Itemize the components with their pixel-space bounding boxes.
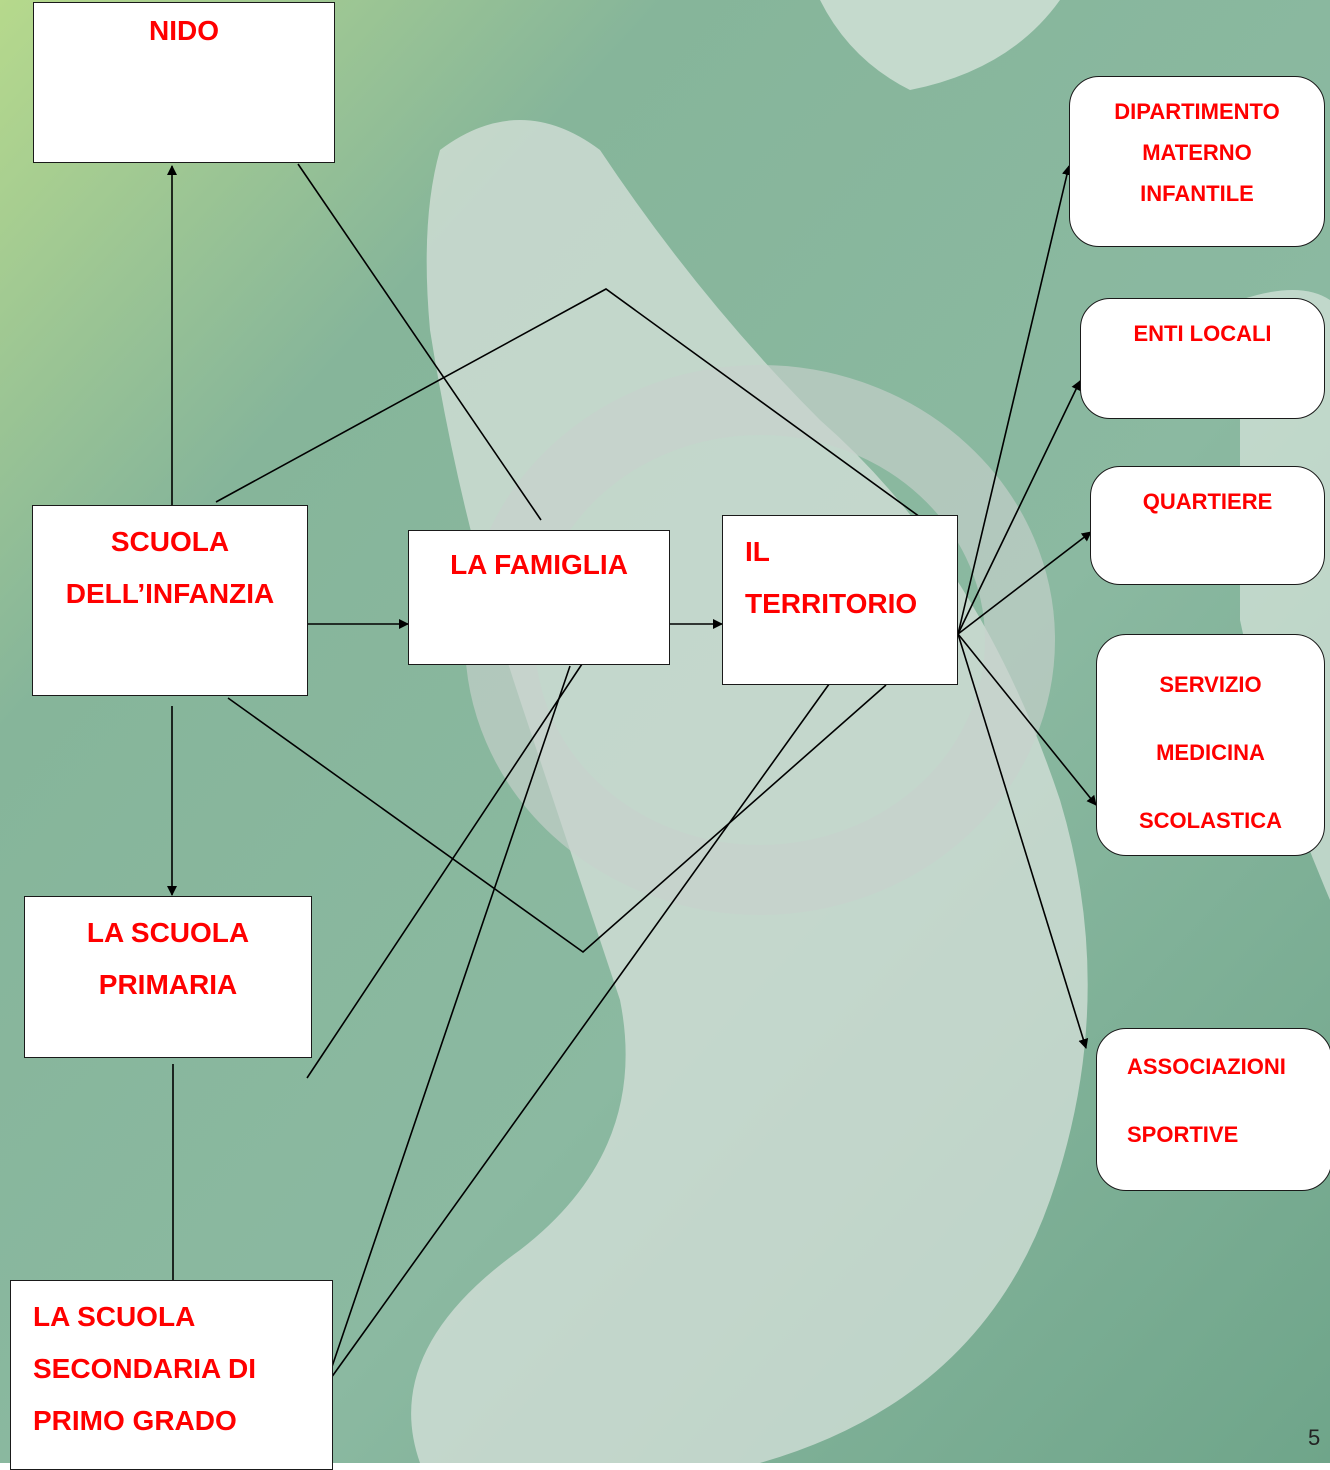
page-number: 5 [1308, 1425, 1330, 1451]
box-territorio: IL TERRITORIO [722, 515, 958, 685]
box-scuola-primaria: LA SCUOLA PRIMARIA [24, 896, 312, 1058]
box-scuola-secondaria: LA SCUOLA SECONDARIA DI PRIMO GRADO [10, 1280, 333, 1470]
label-associazioni: ASSOCIAZIONI SPORTIVE [1127, 1033, 1286, 1169]
label-scuola-primaria: LA SCUOLA PRIMARIA [25, 907, 311, 1011]
label-scuola-infanzia: SCUOLA DELL’INFANZIA [33, 516, 307, 620]
box-dipartimento: DIPARTIMENTO MATERNO INFANTILE [1069, 76, 1325, 247]
box-nido: NIDO [33, 2, 335, 163]
label-quartiere: QUARTIERE [1091, 481, 1324, 522]
label-scuola-secondaria: LA SCUOLA SECONDARIA DI PRIMO GRADO [33, 1291, 256, 1447]
box-associazioni: ASSOCIAZIONI SPORTIVE [1096, 1028, 1330, 1191]
label-territorio: IL TERRITORIO [745, 526, 917, 630]
label-servizio-medicina: SERVIZIO MEDICINA SCOLASTICA [1097, 651, 1324, 855]
label-enti-locali: ENTI LOCALI [1081, 313, 1324, 354]
label-famiglia: LA FAMIGLIA [409, 539, 669, 591]
box-famiglia: LA FAMIGLIA [408, 530, 670, 665]
label-dipartimento: DIPARTIMENTO MATERNO INFANTILE [1070, 91, 1324, 214]
box-enti-locali: ENTI LOCALI [1080, 298, 1325, 419]
box-quartiere: QUARTIERE [1090, 466, 1325, 585]
label-nido: NIDO [34, 5, 334, 57]
box-servizio-medicina: SERVIZIO MEDICINA SCOLASTICA [1096, 634, 1325, 856]
box-scuola-infanzia: SCUOLA DELL’INFANZIA [32, 505, 308, 696]
